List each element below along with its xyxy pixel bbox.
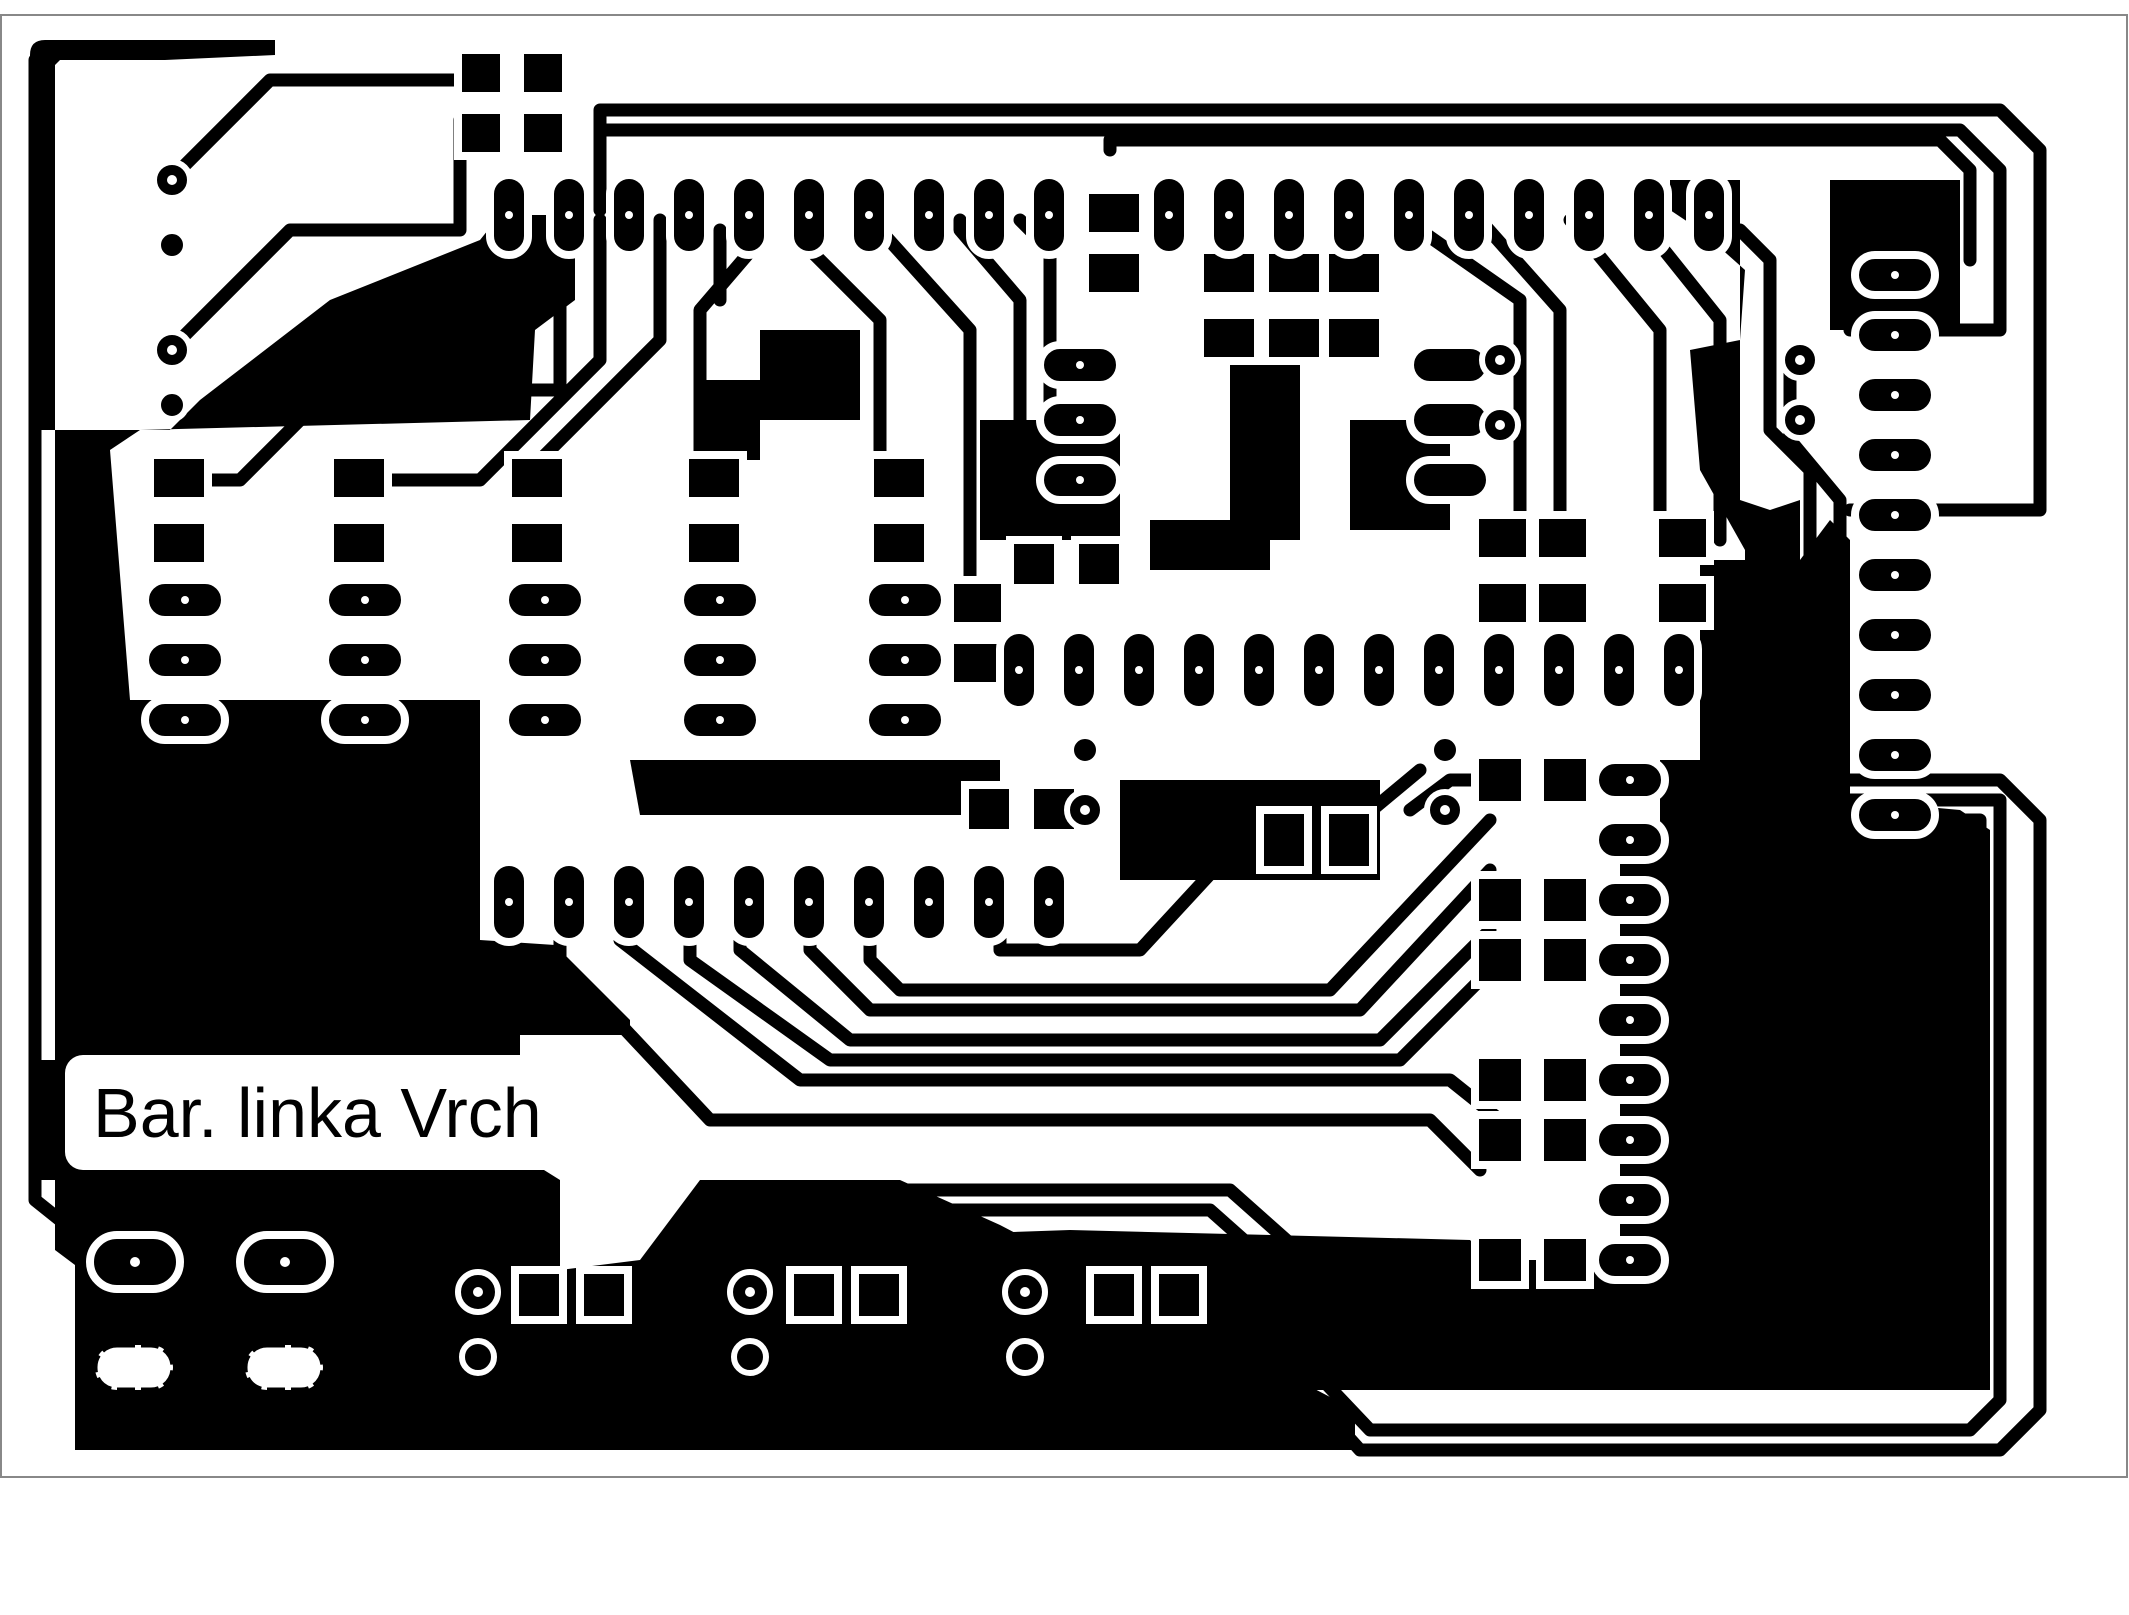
smd-pads (146, 46, 1714, 1324)
board-label: Bar. linka Vrch (65, 1055, 640, 1170)
drill-holes (130, 175, 1899, 1371)
tht-pads (86, 171, 1939, 1293)
board-outline (0, 14, 2128, 1478)
